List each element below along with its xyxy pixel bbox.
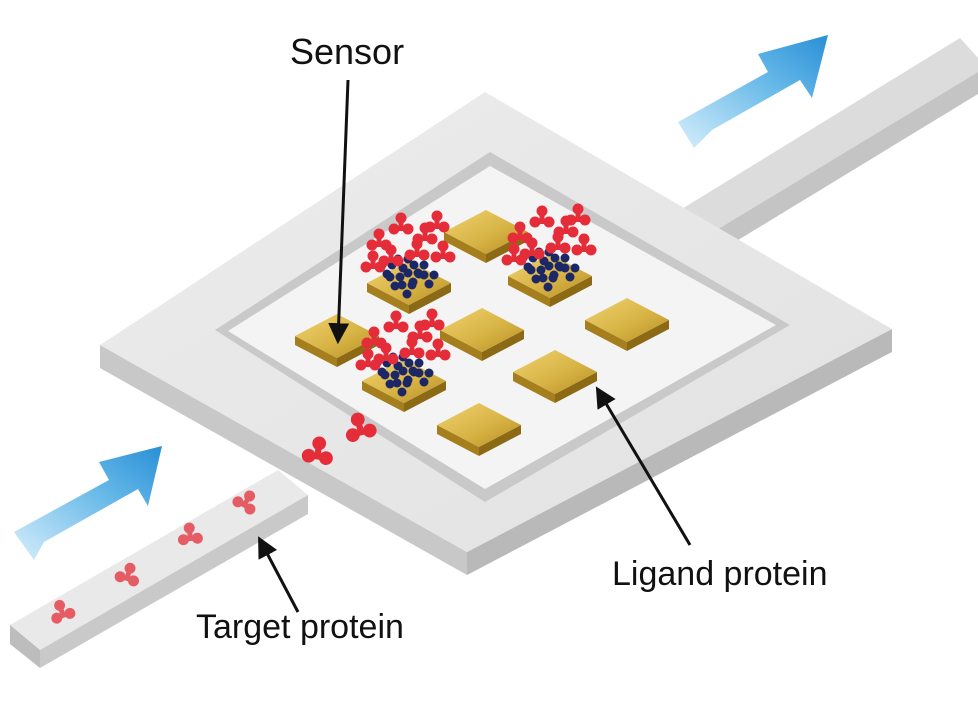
inlet-channel (10, 470, 308, 668)
ligand-protein-label: Ligand protein (612, 555, 828, 593)
gold-sensor-pad (437, 403, 521, 456)
gold-sensor-pad (440, 308, 524, 361)
flow-arrow-icon (678, 35, 828, 148)
outlet-channel (672, 38, 978, 262)
target-pointer (258, 536, 300, 613)
gold-sensor-pad (513, 350, 597, 403)
flow-arrow-icon (14, 446, 162, 560)
target-protein-label: Target protein (196, 608, 404, 646)
ligand-pointer (595, 386, 692, 546)
sensor-pointer (328, 79, 350, 345)
gold-sensor-pad (585, 298, 669, 351)
outlet-flow-arrow (678, 35, 828, 148)
sensor-label: Sensor (290, 31, 404, 72)
inlet-flow-arrow (14, 446, 162, 560)
